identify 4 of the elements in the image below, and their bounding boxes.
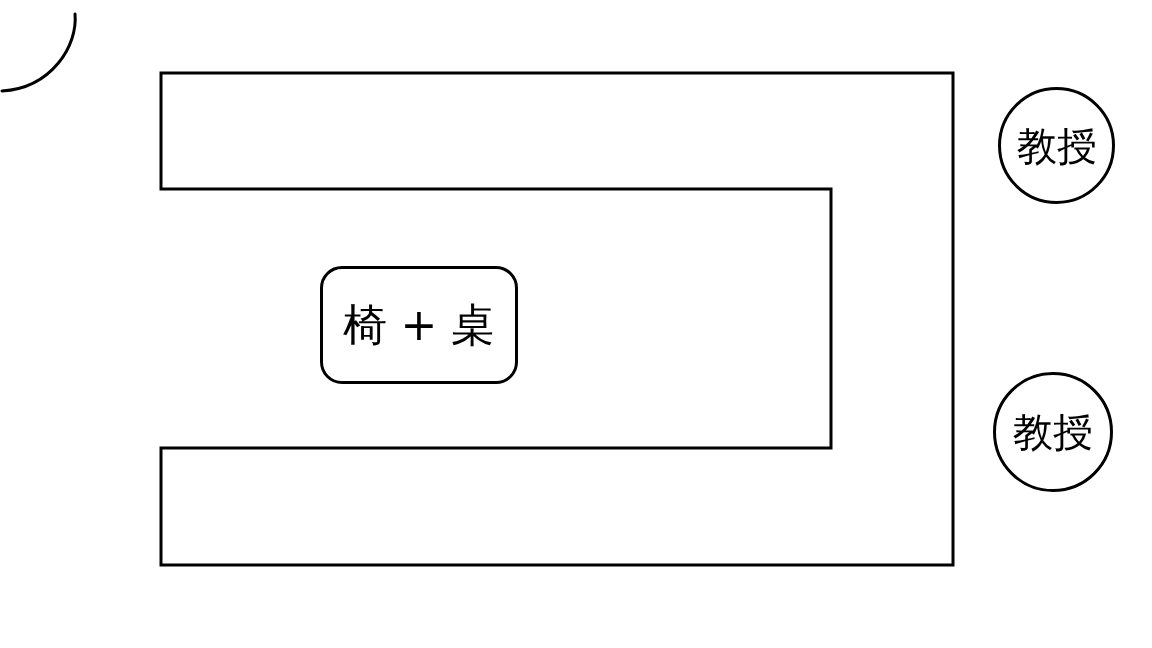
node-label: 教授	[1016, 123, 1097, 168]
rounded-box	[320, 266, 518, 384]
node-label: 教授	[1013, 410, 1093, 454]
node-label: 椅 + 桌	[342, 300, 496, 350]
